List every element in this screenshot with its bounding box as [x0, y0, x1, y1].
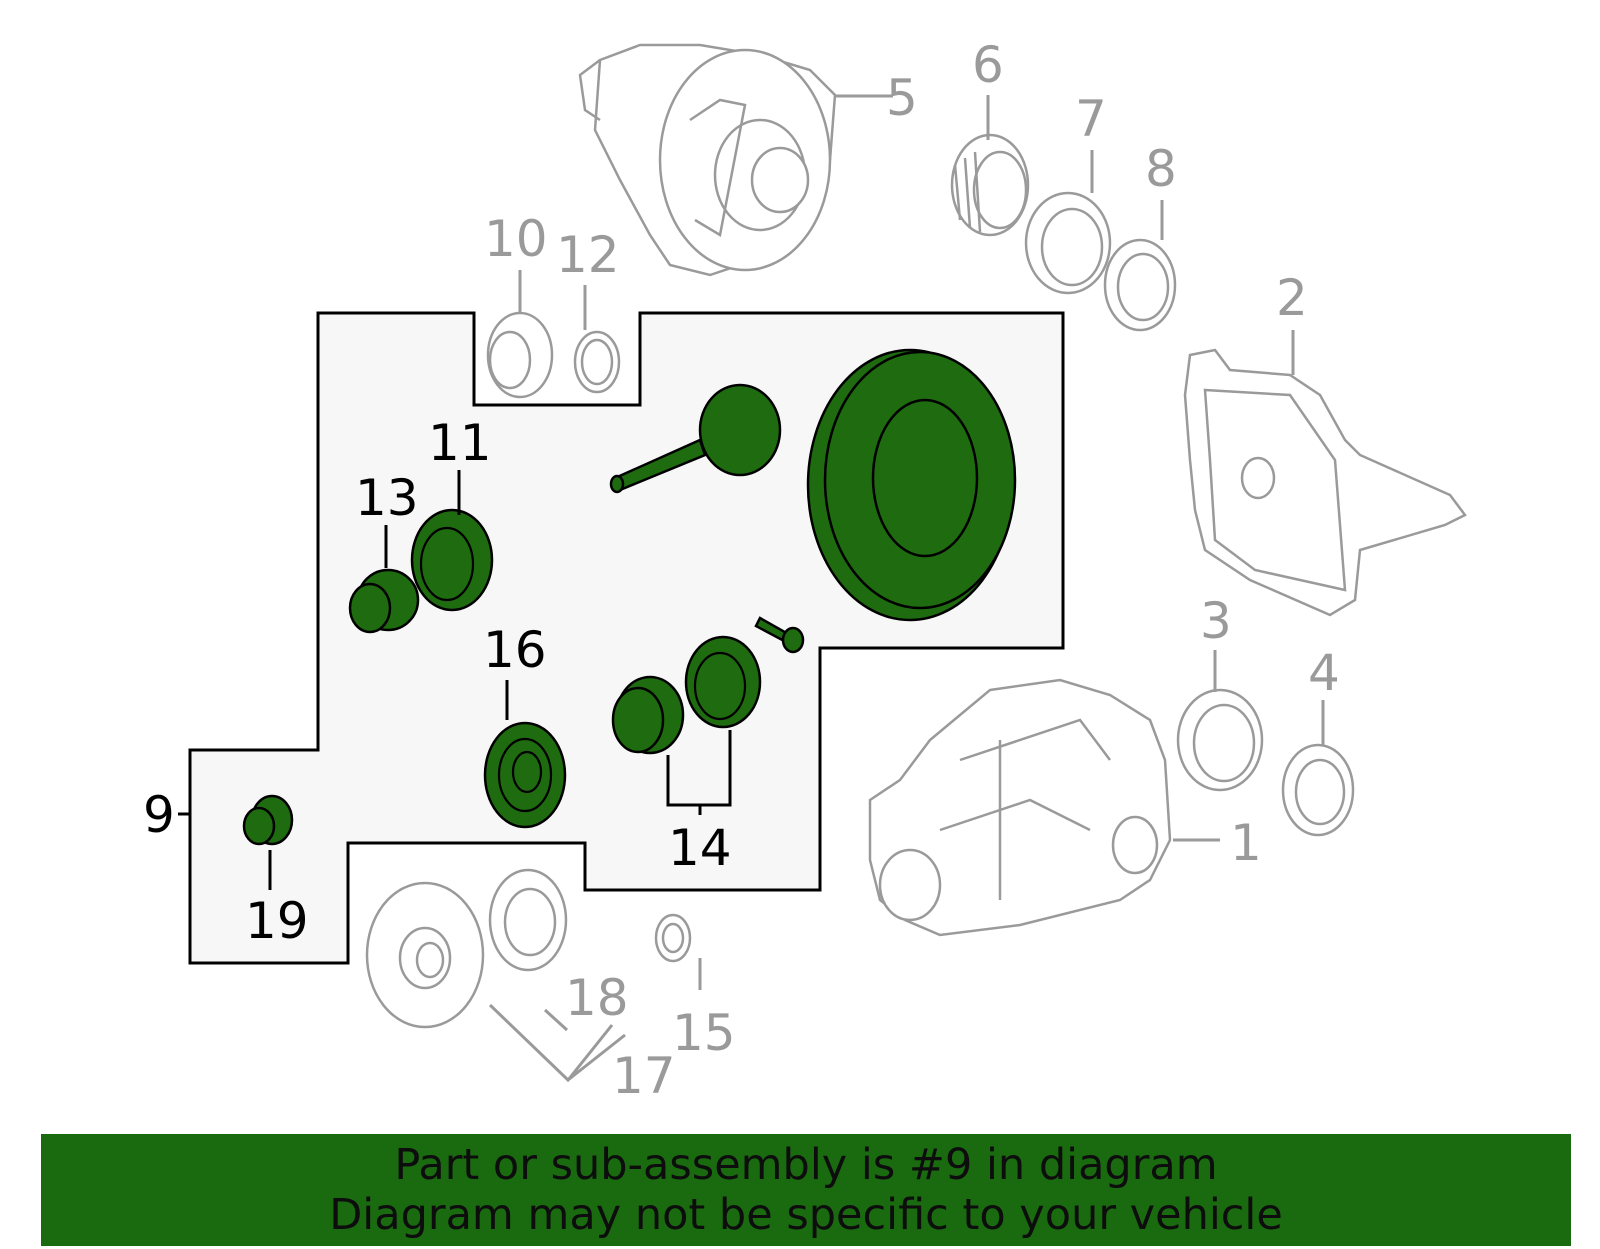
seal-16-part	[483, 721, 567, 829]
callout-3: 3	[1200, 592, 1232, 650]
housing-1-part	[868, 678, 1172, 937]
parts-diagram: 1 2 3 4 5 6 7 8 9 10 11 12 13 14 15 16 1…	[143, 36, 1467, 1105]
differential-case-part	[578, 43, 837, 277]
seal-4-part	[1281, 743, 1355, 837]
callout-7: 7	[1075, 90, 1107, 148]
callout-5: 5	[886, 69, 918, 127]
deflector-18-part	[488, 868, 568, 972]
banner-line-2: Diagram may not be specific to your vehi…	[329, 1190, 1283, 1240]
callout-11: 11	[428, 414, 492, 472]
seal-3-part	[1176, 688, 1264, 792]
callout-17: 17	[612, 1047, 676, 1105]
callout-9: 9	[143, 786, 175, 844]
pinion-gear-part	[609, 383, 782, 494]
callout-1: 1	[1230, 814, 1262, 872]
banner-line-1: Part or sub-assembly is #9 in diagram	[394, 1140, 1218, 1190]
leader-lines	[178, 94, 1325, 1083]
bearing-10-part	[486, 311, 554, 399]
callout-2: 2	[1276, 269, 1308, 327]
callout-12: 12	[556, 226, 620, 284]
race-11-part	[410, 508, 494, 612]
callout-13: 13	[355, 469, 419, 527]
cover-2-part	[1183, 348, 1467, 617]
flange-17-part	[365, 881, 485, 1029]
callout-8: 8	[1145, 140, 1177, 198]
callout-18: 18	[565, 969, 629, 1027]
washer-15-part	[654, 913, 692, 963]
shim-12-part	[573, 330, 621, 394]
callout-14: 14	[668, 819, 732, 877]
race-7-part	[1024, 191, 1112, 295]
callout-10: 10	[484, 210, 548, 268]
seal-8-part	[1103, 238, 1177, 332]
bearing-6-part	[950, 133, 1030, 237]
bearing-14-part	[611, 635, 762, 755]
ring-gear-part	[806, 348, 1017, 622]
callout-19: 19	[245, 892, 309, 950]
callout-15: 15	[672, 1004, 736, 1062]
callout-6: 6	[972, 36, 1004, 94]
bearing-19-part	[242, 794, 294, 846]
callout-4: 4	[1308, 644, 1340, 702]
bearing-13-part	[348, 568, 420, 634]
info-banner: Part or sub-assembly is #9 in diagram Di…	[41, 1134, 1571, 1246]
bolt-part	[754, 616, 805, 654]
callout-16: 16	[483, 621, 547, 679]
